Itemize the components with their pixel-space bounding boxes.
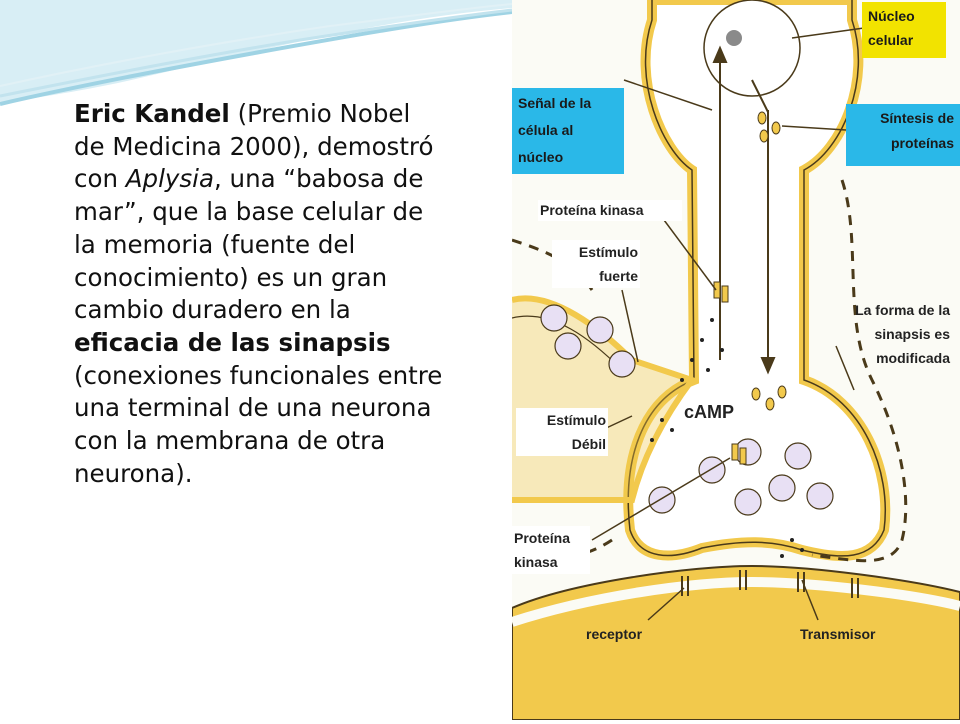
label-proteina-kinasa-top: Proteína kinasa [538,200,682,221]
receptor-channels [681,570,859,598]
label-camp: cAMP [684,402,735,422]
main-paragraph: Eric Kandel (Premio Nobel de Medicina 20… [74,98,446,490]
camp-dots [650,318,804,558]
paragraph-part-3: (conexiones funcionales entre una termin… [74,360,443,488]
decorative-wave-background [0,0,512,106]
label-sintesis-proteinas: Síntesis de proteínas [846,104,960,166]
signal-arrows [712,45,776,375]
label-senal-celula: Señal de la célula al núcleo [512,88,624,174]
scientist-name: Eric Kandel [74,99,230,128]
key-phrase: eficacia de las sinapsis [74,327,391,357]
label-proteina-kinasa-bottom: Proteína kinasa [512,526,590,574]
postsynaptic-membrane [511,564,960,721]
protein-kinase-molecules [713,281,747,465]
presynaptic-vesicles [540,304,834,516]
label-nucleo-celular: Núcleo celular [862,2,946,58]
label-estimulo-fuerte: Estímulo fuerte [552,240,640,288]
label-forma-sinapsis: La forma de la sinapsis es modificada [855,302,950,366]
modified-synapse-outline [811,179,908,563]
paragraph-part-1: (Premio Nobel de Medicina 2000), demostr… [74,99,434,194]
label-transmisor: Transmisor [800,626,876,642]
species-name: Aplysia [125,164,214,194]
label-pointer-lines [591,27,865,621]
synapse-diagram: Núcleo celular Señal de la célula al núc… [510,0,960,721]
paragraph-part-2: , una “babosa de mar”, que la base celul… [74,164,424,325]
cell-nucleus [703,0,801,97]
label-estimulo-debil: Estímulo Débil [516,408,608,456]
label-receptor: receptor [586,626,643,642]
protein-particles [751,111,787,411]
